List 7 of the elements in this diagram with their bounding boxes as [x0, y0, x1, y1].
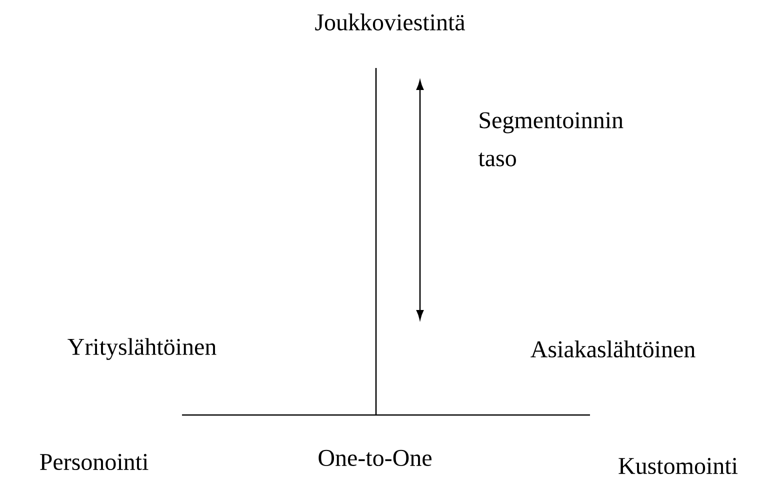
axis-label: Joukkoviestintä — [315, 14, 466, 30]
arrow-label: Segmentoinnin taso — [478, 112, 624, 166]
axis-label: Personointi — [40, 454, 148, 470]
axis-label: One-to-One — [318, 450, 432, 466]
axis-label: Yrityslähtöinen — [68, 338, 216, 360]
axis-label: Kustomointi — [618, 458, 738, 474]
axis-label: Asiakaslähtöinen — [530, 340, 696, 358]
